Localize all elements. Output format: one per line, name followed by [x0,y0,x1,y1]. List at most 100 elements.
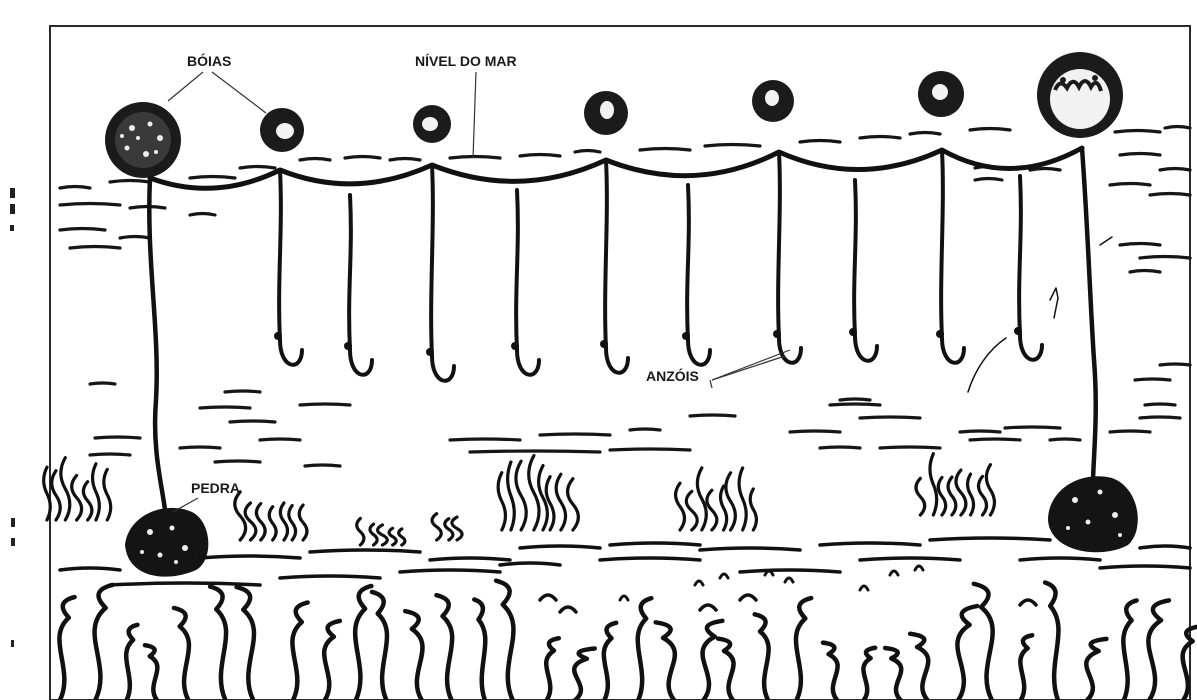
surface-dash [975,179,1002,181]
seabed-line [200,556,300,558]
surface-dash [300,159,330,161]
midwater-dash [305,465,340,466]
seabed-line [610,543,700,545]
seabed-line [1140,546,1190,548]
midwater-dash [300,404,350,405]
surface-dash [800,141,840,143]
surface-dash [190,177,235,179]
hook-knot [1014,327,1022,335]
surface-dash [1165,127,1190,129]
midwater-dash [690,415,735,416]
branch-line [516,190,518,350]
midwater-dash [200,407,250,408]
midwater-dash [880,447,940,448]
midwater-dash [1135,379,1170,380]
surface-dash [60,229,105,231]
label-boias: BÓIAS [187,52,231,69]
surface-dash [1160,169,1190,171]
seabed-line [520,546,600,548]
surface-dash [705,145,760,147]
float-large-left [105,102,181,178]
surface-dash [240,167,275,169]
seabed-line [110,583,260,585]
float-1 [260,108,304,152]
midwater-dash [90,454,130,455]
label-anzois: ANZÓIS [646,367,699,384]
hook-knot [849,328,857,336]
hook-knot [426,348,434,356]
seabed-line [740,570,840,572]
seabed-line [500,563,560,565]
surface-dash [1110,184,1150,186]
hook-knot [682,332,690,340]
branch-line [941,150,943,338]
midwater-dash [960,431,1000,432]
float-2 [413,105,451,143]
midwater-dash [820,447,860,448]
seabed-line [1100,566,1190,568]
midwater-dash [1160,364,1190,365]
branch-line [279,170,281,340]
label-pedra: PEDRA [191,480,240,496]
surface-dash [970,129,1010,131]
midwater-dash [225,391,260,392]
surface-dash [110,181,150,183]
surface-dash [450,157,500,159]
surface-dash [640,149,690,151]
surface-dash [1030,169,1060,171]
midwater-dash [260,439,300,440]
surface-dash [120,237,150,239]
seabed-line [430,558,510,560]
branch-line [349,195,351,350]
seabed-line [280,576,380,578]
hook-knot [600,340,608,348]
surface-dash [1150,194,1190,196]
seabed-line [860,558,960,560]
branch-line [854,180,856,336]
surface-dash [910,133,940,135]
midwater-dash [470,451,600,452]
surface-dash [60,187,90,189]
seabed-line [1020,558,1100,560]
float-3 [584,91,628,135]
float-5 [918,71,964,117]
branch-line [687,185,689,340]
midwater-dash [215,461,260,462]
float-large-right [1037,52,1123,138]
surface-dash [860,137,900,139]
seabed-line [700,548,800,550]
branch-line [431,165,433,356]
seabed-line [310,550,420,552]
label-nivel-do-mar: NÍVEL DO MAR [415,53,517,69]
surface-dash [575,151,600,153]
surface-dash [345,157,380,159]
midwater-dash [610,449,690,450]
hook-knot [344,342,352,350]
surface-dash [1130,271,1160,273]
surface-dash [1120,154,1160,156]
midwater-dash [970,439,1020,440]
midwater-dash [1050,439,1080,440]
midwater-dash [450,439,520,440]
surface-dash [70,247,120,249]
float-4 [752,80,794,122]
midwater-dash [540,434,610,435]
surface-dash [390,159,420,161]
midwater-dash [95,437,140,438]
seabed-line [930,538,1050,540]
surface-dash [1115,131,1160,133]
midwater-dash [790,431,840,432]
hook-knot [274,332,282,340]
surface-dash [1120,244,1160,246]
midwater-dash [860,417,920,418]
midwater-dash [830,404,880,405]
seabed-line [600,558,700,560]
midwater-dash [840,399,870,400]
surface-dash [60,204,120,206]
branch-line [605,160,607,348]
seabed-line [60,568,120,570]
midwater-dash [630,429,660,430]
midwater-dash [180,447,220,448]
midwater-dash [1110,431,1150,432]
surface-dash [1140,257,1190,259]
